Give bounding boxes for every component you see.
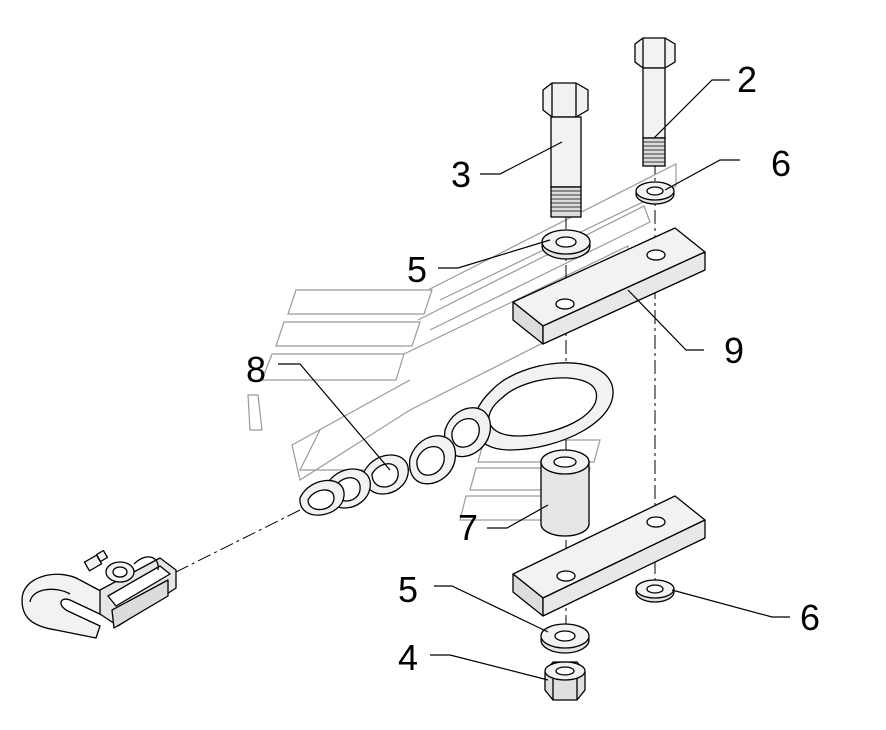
callout-4: 4 <box>398 637 419 678</box>
callout-6-top: 6 <box>771 143 792 184</box>
plate-9-upper <box>512 227 706 345</box>
callout-3: 3 <box>451 154 472 195</box>
washer-6-bottom <box>635 579 675 603</box>
callout-8: 8 <box>246 349 267 390</box>
callout-7: 7 <box>458 507 479 548</box>
leader-lines <box>278 79 790 681</box>
bolt-2 <box>634 37 676 167</box>
washer-5-bottom <box>540 623 590 654</box>
callout-5-bottom: 5 <box>398 569 419 610</box>
chain-8 <box>299 362 614 516</box>
callout-5-top: 5 <box>407 249 428 290</box>
tow-hook <box>21 549 177 639</box>
spacer-7 <box>540 449 590 537</box>
callout-9: 9 <box>724 330 745 371</box>
plate-9-lower <box>512 495 706 617</box>
bolt-3 <box>542 82 589 218</box>
washer-6-top <box>635 181 675 205</box>
watermark <box>247 163 677 521</box>
nut-4 <box>544 661 586 701</box>
washer-5-top <box>541 229 591 260</box>
callout-2: 2 <box>737 59 758 100</box>
callout-6-bottom: 6 <box>800 597 821 638</box>
